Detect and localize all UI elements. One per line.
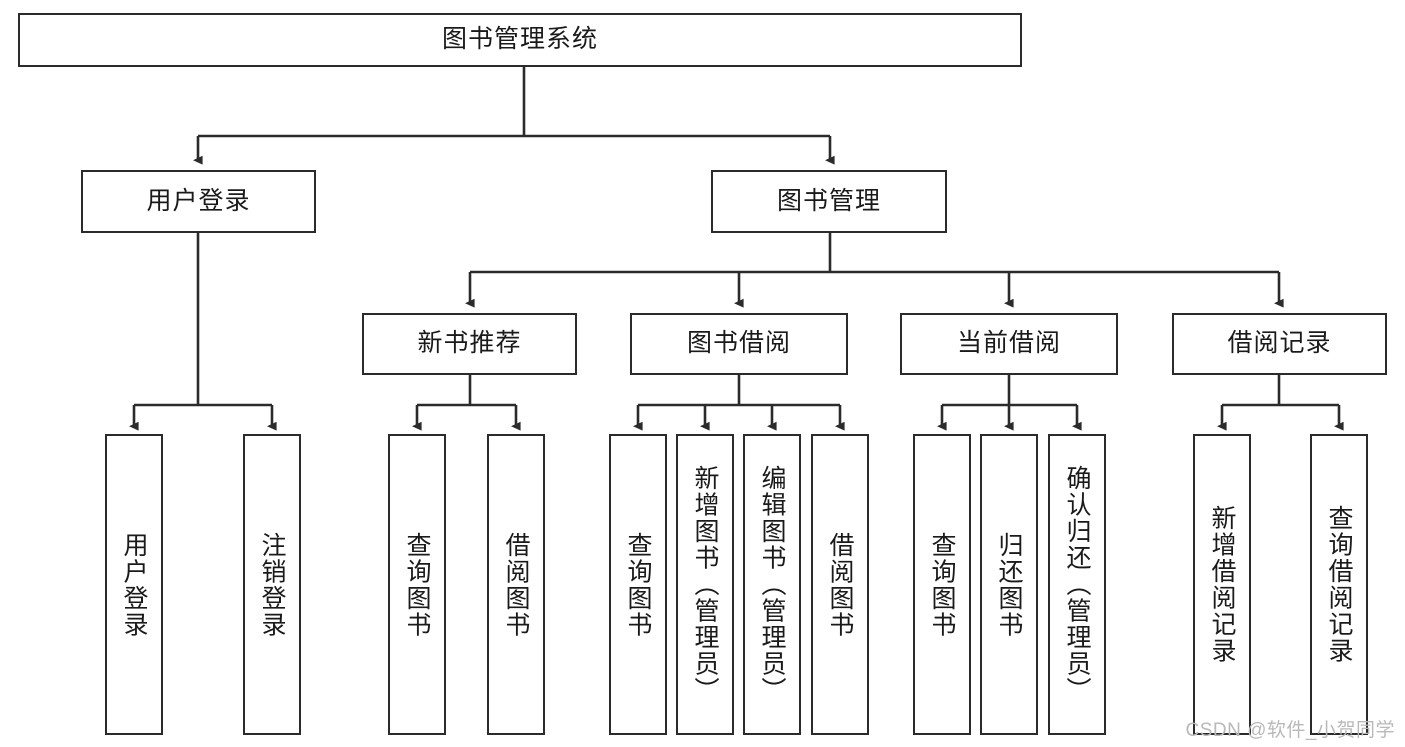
- leaf-confirm-return-admin[interactable]: 确认归还（管理员）: [1048, 434, 1106, 735]
- node-label: 新书推荐: [417, 329, 522, 358]
- node-label: 图书管理: [776, 186, 881, 215]
- leaf-return-book[interactable]: 归还图书: [980, 434, 1038, 735]
- node-user-login[interactable]: 用户登录: [81, 170, 316, 233]
- node-label: 图书管理系统: [441, 25, 598, 54]
- node-book-borrow[interactable]: 图书借阅: [630, 313, 848, 375]
- node-label: 查询图书: [624, 531, 652, 638]
- leaf-query-borrow-record[interactable]: 查询借阅记录: [1310, 434, 1368, 735]
- leaf-query-book-recommendation[interactable]: 查询图书: [388, 434, 446, 735]
- node-label: 编辑图书（管理员）: [758, 465, 786, 704]
- node-label: 用户登录: [120, 531, 148, 638]
- node-label: 新增图书（管理员）: [691, 465, 719, 704]
- node-label: 新增借阅记录: [1208, 505, 1236, 664]
- leaf-borrow-book-recommendation[interactable]: 借阅图书: [487, 434, 545, 735]
- node-label: 借阅图书: [502, 531, 530, 638]
- node-label: 查询借阅记录: [1325, 505, 1353, 664]
- node-label: 当前借阅: [956, 329, 1061, 358]
- leaf-logout-login[interactable]: 注销登录: [243, 434, 301, 735]
- leaf-borrow-book[interactable]: 借阅图书: [811, 434, 869, 735]
- node-label: 用户登录: [146, 186, 251, 215]
- node-book-management[interactable]: 图书管理: [711, 170, 947, 233]
- node-label: 查询图书: [403, 531, 431, 638]
- node-label: 借阅记录: [1227, 329, 1332, 358]
- node-borrow-record[interactable]: 借阅记录: [1172, 313, 1387, 375]
- leaf-query-book-borrow[interactable]: 查询图书: [609, 434, 667, 735]
- node-label: 确认归还（管理员）: [1063, 465, 1091, 704]
- node-label: 图书借阅: [686, 329, 791, 358]
- leaf-edit-book-admin[interactable]: 编辑图书（管理员）: [743, 434, 801, 735]
- node-root-book-management-system[interactable]: 图书管理系统: [18, 13, 1022, 67]
- node-new-book-recommendation[interactable]: 新书推荐: [362, 313, 577, 375]
- node-label: 注销登录: [258, 531, 286, 638]
- leaf-add-book-admin[interactable]: 新增图书（管理员）: [676, 434, 734, 735]
- node-label: 查询图书: [928, 531, 956, 638]
- node-label: 归还图书: [995, 531, 1023, 638]
- leaf-add-borrow-record[interactable]: 新增借阅记录: [1193, 434, 1251, 735]
- leaf-query-book-current[interactable]: 查询图书: [913, 434, 971, 735]
- node-label: 借阅图书: [826, 531, 854, 638]
- node-current-borrow[interactable]: 当前借阅: [900, 313, 1118, 375]
- leaf-user-login[interactable]: 用户登录: [105, 434, 163, 735]
